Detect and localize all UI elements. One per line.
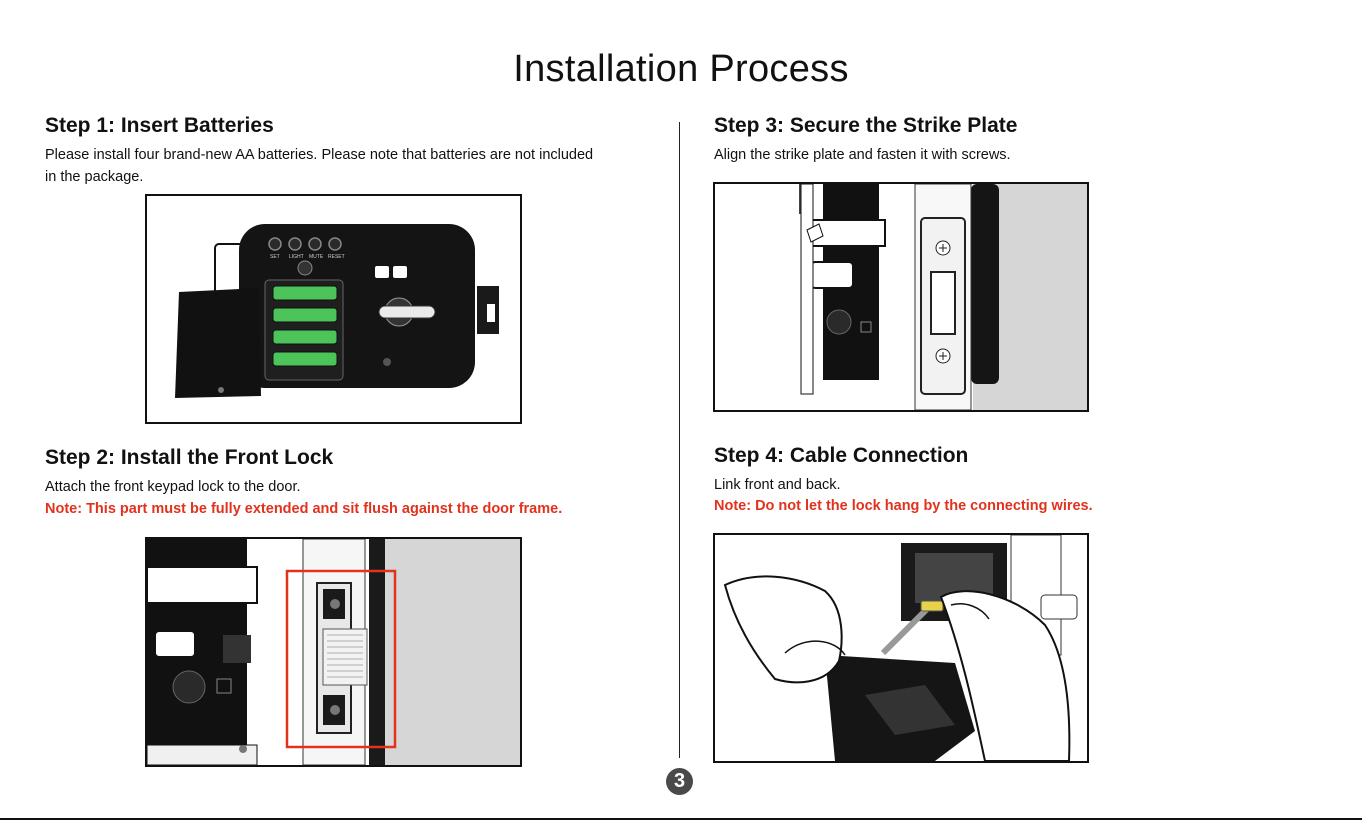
step-4-heading: Step 4: Cable Connection bbox=[714, 444, 969, 467]
cable-connection-figure bbox=[713, 533, 1089, 763]
step-3-text-line-1: Align the strike plate and fasten it wit… bbox=[714, 147, 1011, 163]
page-number-badge: 3 bbox=[666, 768, 693, 795]
step-1-text-line-1: Please install four brand-new AA batteri… bbox=[45, 147, 594, 163]
battery-figure: SET LIGHT MUTE RESET bbox=[145, 194, 522, 424]
step-4-note: Note: Do not let the lock hang by the co… bbox=[714, 498, 1093, 514]
button-label-set: SET bbox=[270, 254, 280, 260]
step-2-text-line-1: Attach the front keypad lock to the door… bbox=[45, 479, 301, 495]
page-title: Installation Process bbox=[513, 48, 849, 90]
step-3-heading: Step 3: Secure the Strike Plate bbox=[714, 114, 1018, 137]
step-1-heading: Step 1: Insert Batteries bbox=[45, 114, 274, 137]
step-1-text-line-2: in the package. bbox=[45, 169, 144, 185]
step-4-text-line-1: Link front and back. bbox=[714, 477, 841, 493]
button-label-light: LIGHT bbox=[289, 254, 304, 260]
strike-plate-figure bbox=[713, 182, 1089, 412]
column-divider bbox=[679, 122, 680, 758]
step-2-note: Note: This part must be fully extended a… bbox=[45, 501, 563, 517]
button-label-mute: MUTE bbox=[309, 254, 324, 260]
highlight-box bbox=[285, 569, 397, 749]
step-2-heading: Step 2: Install the Front Lock bbox=[45, 446, 334, 469]
button-label-reset: RESET bbox=[328, 254, 345, 260]
bottom-rule bbox=[0, 818, 1362, 820]
front-lock-figure bbox=[145, 537, 522, 767]
